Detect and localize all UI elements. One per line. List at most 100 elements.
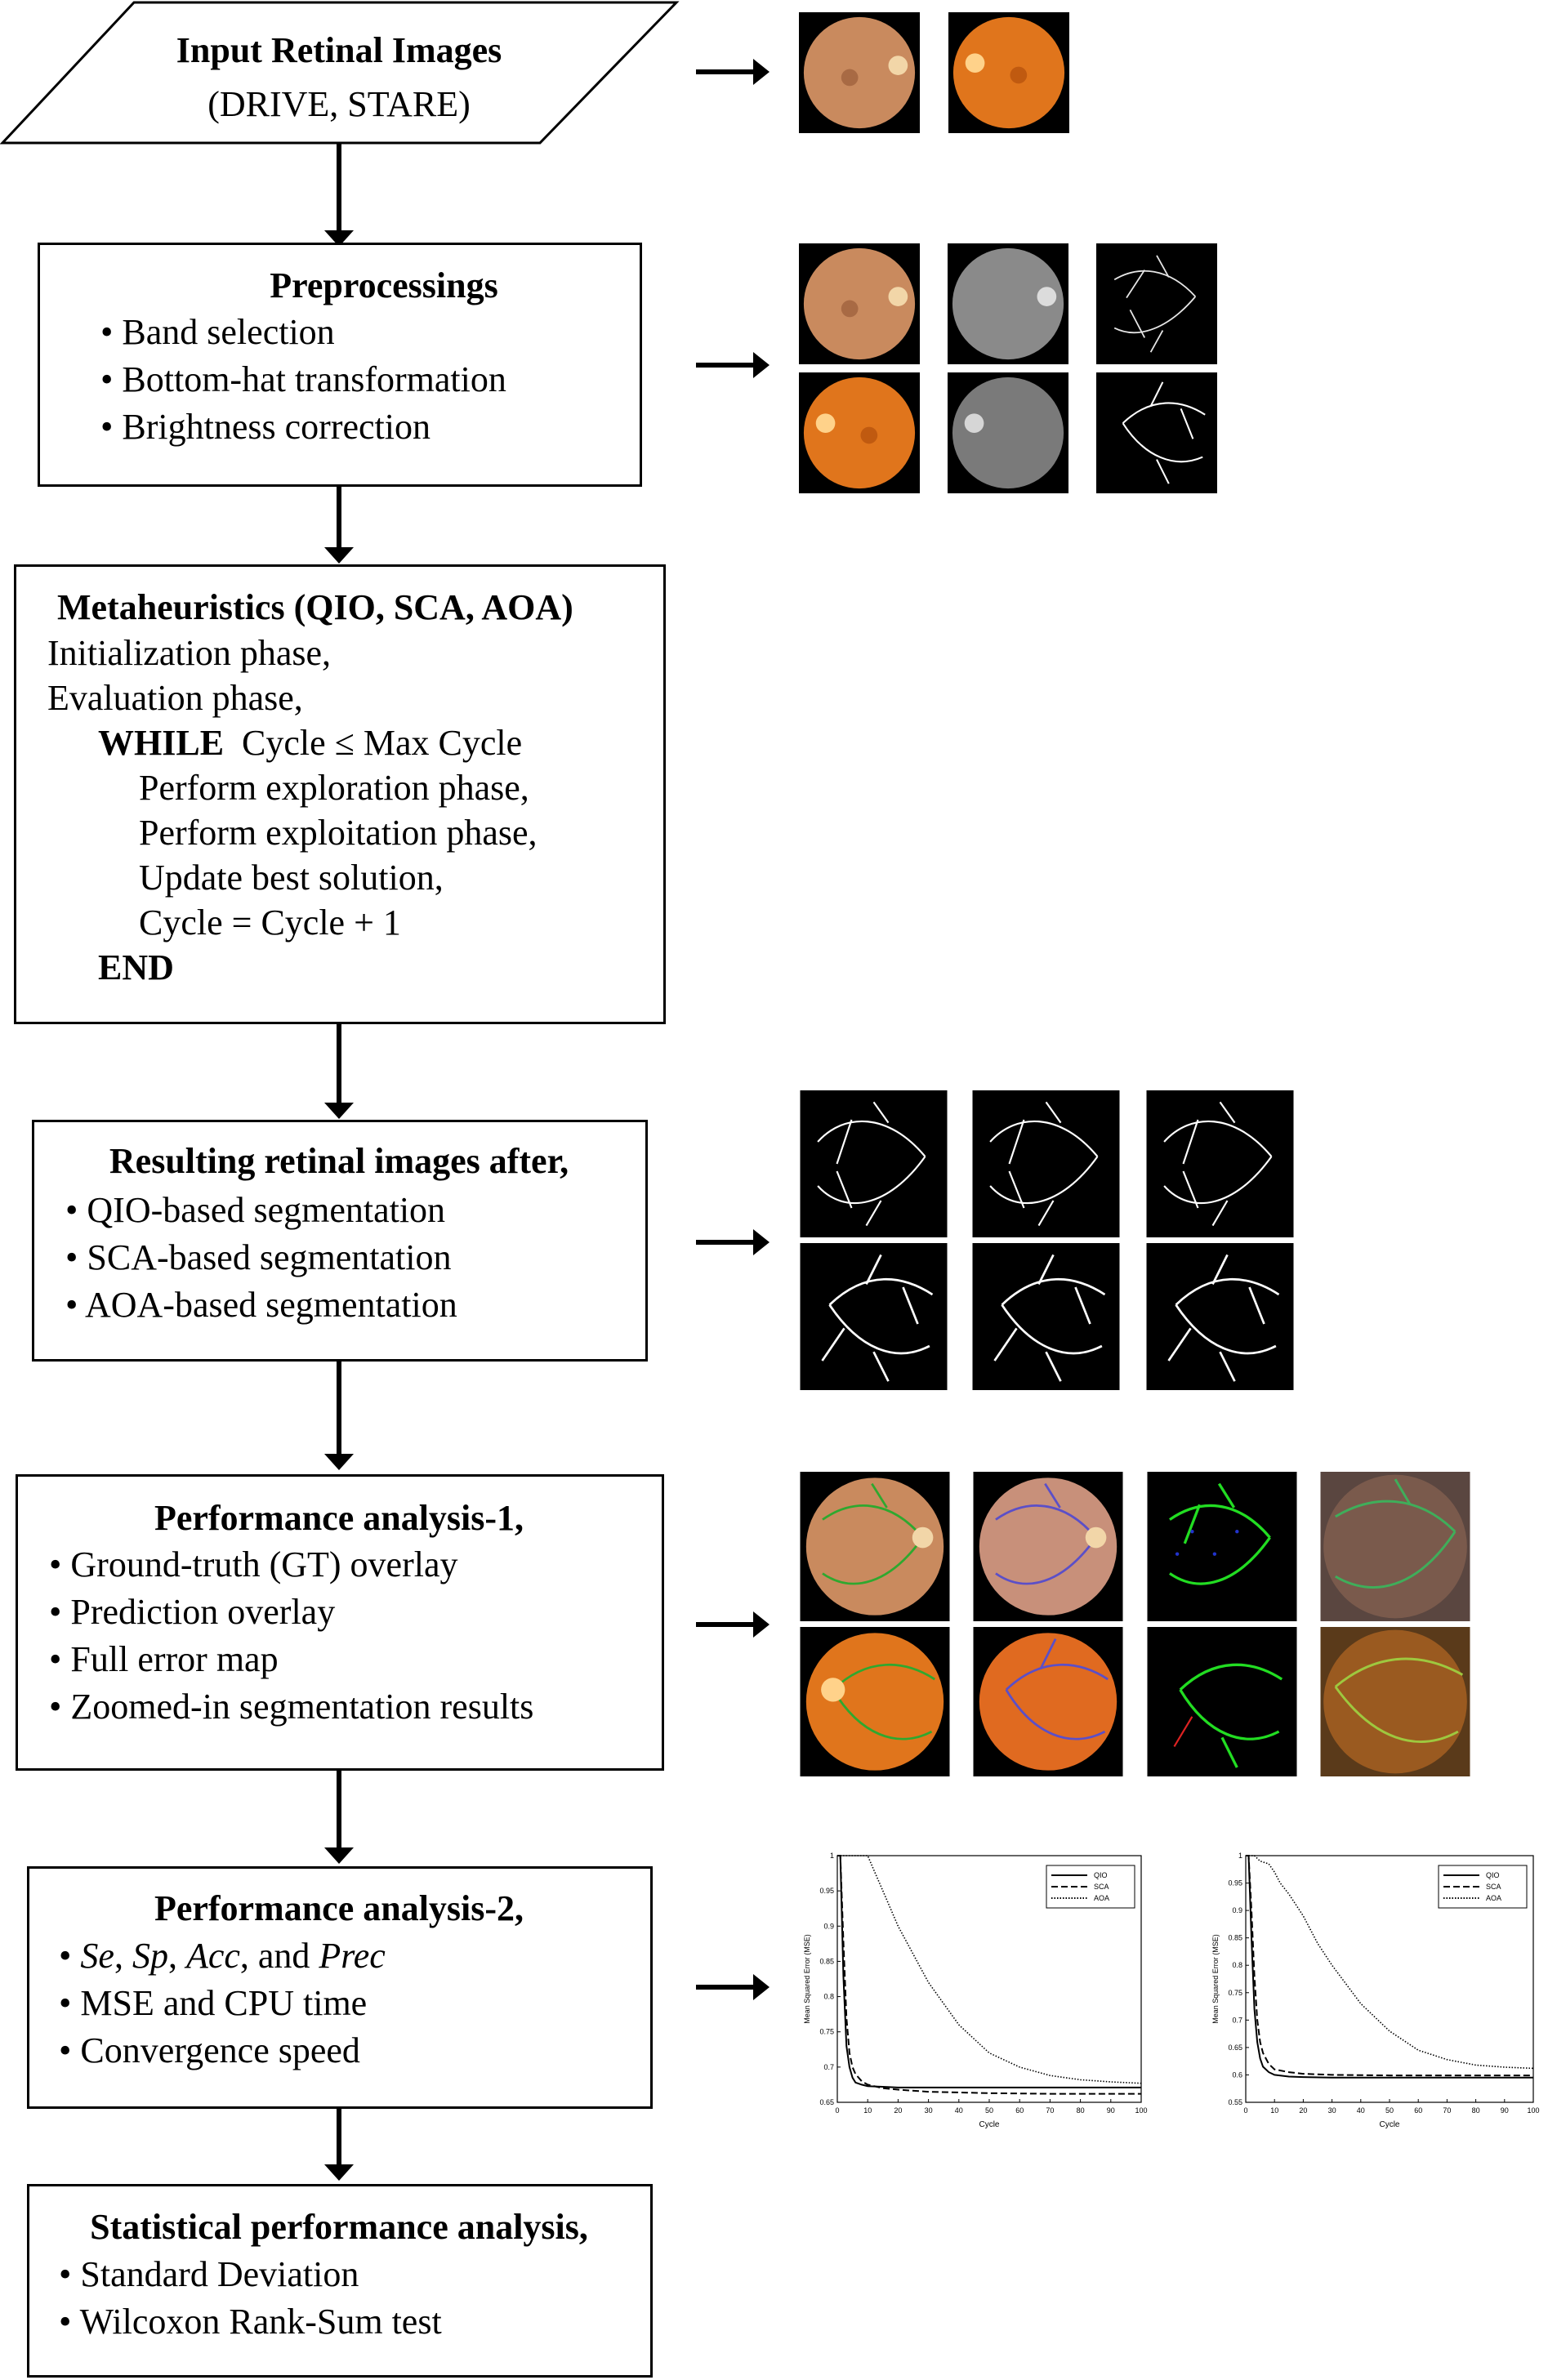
x-tick-label: 20 (894, 2106, 902, 2115)
x-tick-label: 70 (1046, 2106, 1054, 2115)
y-tick-label: 0.65 (1228, 2044, 1242, 2052)
while-condition: Cycle ≤ Max Cycle (242, 723, 523, 763)
results-item: • QIO-based segmentation (65, 1190, 446, 1230)
perf1-box (16, 1474, 664, 1771)
fundus-image-drive (799, 12, 920, 133)
segmentation-image-sca (972, 1090, 1120, 1237)
legend-box (1046, 1865, 1135, 1909)
segmentation-image-aoa (1146, 1243, 1294, 1390)
y-tick-label: 0.7 (823, 2063, 834, 2071)
y-tick-label: 0.95 (1228, 1879, 1242, 1888)
results-item: • SCA-based segmentation (65, 1237, 452, 1277)
y-tick-label: 1 (830, 1852, 834, 1860)
input-parallelogram (0, 1, 680, 145)
x-tick-label: 90 (1501, 2106, 1509, 2115)
y-tick-label: 0.8 (1232, 1961, 1242, 1969)
y-tick-label: 0.85 (1228, 1934, 1242, 1942)
metaheuristics-line: Initialization phase, (47, 633, 331, 673)
preprocessing-item: • Bottom-hat transformation (100, 359, 506, 399)
zoomed-segmentation-image (1320, 1627, 1470, 1776)
series-line-qio (1246, 1855, 1533, 2079)
error-map-image (1147, 1627, 1297, 1776)
x-tick-label: 100 (1135, 2106, 1147, 2115)
legend-label: AOA (1486, 1894, 1501, 1902)
loop-line: Update best solution, (139, 858, 444, 898)
x-tick-label: 50 (985, 2106, 993, 2115)
y-tick-label: 1 (1238, 1852, 1242, 1860)
y-tick-label: 0.75 (819, 2028, 834, 2036)
fundus-image-drive (799, 243, 920, 364)
series-line-sca (837, 1855, 1141, 2095)
results-item: • AOA-based segmentation (65, 1285, 457, 1325)
x-tick-label: 10 (863, 2106, 872, 2115)
legend-label: SCA (1094, 1883, 1109, 1891)
series-line-qio (837, 1855, 1141, 2088)
stats-item: • Wilcoxon Rank-Sum test (59, 2302, 442, 2342)
perf2-box (27, 1866, 653, 2109)
stats-box (27, 2184, 653, 2378)
x-tick-label: 30 (925, 2106, 933, 2115)
stats-item: • Standard Deviation (59, 2254, 359, 2294)
legend-label: SCA (1486, 1883, 1501, 1891)
perf1-title: Performance analysis-1, (154, 1498, 524, 1538)
input-title: Input Retinal Images (176, 30, 502, 70)
x-tick-label: 0 (1243, 2106, 1247, 2115)
perf1-item: • Full error map (49, 1639, 279, 1679)
x-axis-label: Cycle (979, 2120, 999, 2129)
x-axis-label: Cycle (1379, 2120, 1399, 2129)
perf2-item: • MSE and CPU time (59, 1983, 368, 2023)
y-tick-label: 0.6 (1232, 2070, 1242, 2079)
error-map-image (1147, 1472, 1297, 1621)
y-tick-label: 0.65 (819, 2098, 834, 2106)
x-tick-label: 80 (1077, 2106, 1085, 2115)
legend-box (1438, 1865, 1528, 1909)
y-tick-label: 0.9 (1232, 1906, 1242, 1914)
x-tick-label: 80 (1472, 2106, 1480, 2115)
segmentation-image-qio (800, 1243, 948, 1390)
x-tick-label: 90 (1107, 2106, 1115, 2115)
perf2-metrics-item: • Se, Sp, Acc, and Prec (59, 1936, 386, 1976)
y-tick-label: 0.55 (1228, 2098, 1242, 2106)
loop-line: Perform exploitation phase, (139, 813, 538, 853)
metaheuristics-line: Evaluation phase, (47, 678, 303, 718)
metaheuristics-box (14, 564, 666, 1024)
y-tick-label: 0.9 (823, 1922, 834, 1930)
bottom-hat-image (1096, 243, 1217, 364)
x-tick-label: 10 (1270, 2106, 1278, 2115)
perf2-title: Performance analysis-2, (154, 1888, 524, 1928)
gt-overlay-image (800, 1627, 950, 1776)
loop-line: Perform exploration phase, (139, 768, 529, 808)
x-tick-label: 40 (955, 2106, 963, 2115)
segmentation-image-qio (800, 1090, 948, 1237)
grayscale-band-image (948, 243, 1068, 364)
prediction-overlay-image (973, 1472, 1123, 1621)
legend-label: QIO (1486, 1871, 1500, 1879)
results-title: Resulting retinal images after, (109, 1141, 569, 1181)
x-tick-label: 0 (835, 2106, 839, 2115)
perf1-item: • Prediction overlay (49, 1592, 336, 1632)
while-keyword: WHILE (98, 723, 225, 763)
y-tick-label: 0.75 (1228, 1989, 1242, 1997)
series-line-sca (1246, 1855, 1533, 2077)
x-tick-label: 20 (1299, 2106, 1307, 2115)
x-tick-label: 40 (1357, 2106, 1365, 2115)
y-tick-label: 0.8 (823, 1993, 834, 2001)
y-tick-label: 0.7 (1232, 2016, 1242, 2024)
bottom-hat-image (1096, 372, 1217, 493)
prediction-overlay-image (973, 1627, 1123, 1776)
preprocessing-item: • Brightness correction (100, 407, 430, 447)
while-line: WHILE Cycle ≤ Max Cycle (98, 725, 522, 761)
loop-line: Cycle = Cycle + 1 (139, 903, 401, 943)
y-axis-label: Mean Squared Error (MSE) (1211, 1934, 1220, 2024)
segmentation-image-sca (972, 1243, 1120, 1390)
zoomed-segmentation-image (1320, 1472, 1470, 1621)
stats-title: Statistical performance analysis, (90, 2207, 588, 2247)
x-tick-label: 60 (1414, 2106, 1422, 2115)
legend-label: AOA (1094, 1894, 1109, 1902)
metaheuristics-title: Metaheuristics (QIO, SCA, AOA) (57, 587, 573, 627)
results-box (32, 1120, 648, 1362)
perf1-item: • Zoomed-in segmentation results (49, 1687, 534, 1727)
